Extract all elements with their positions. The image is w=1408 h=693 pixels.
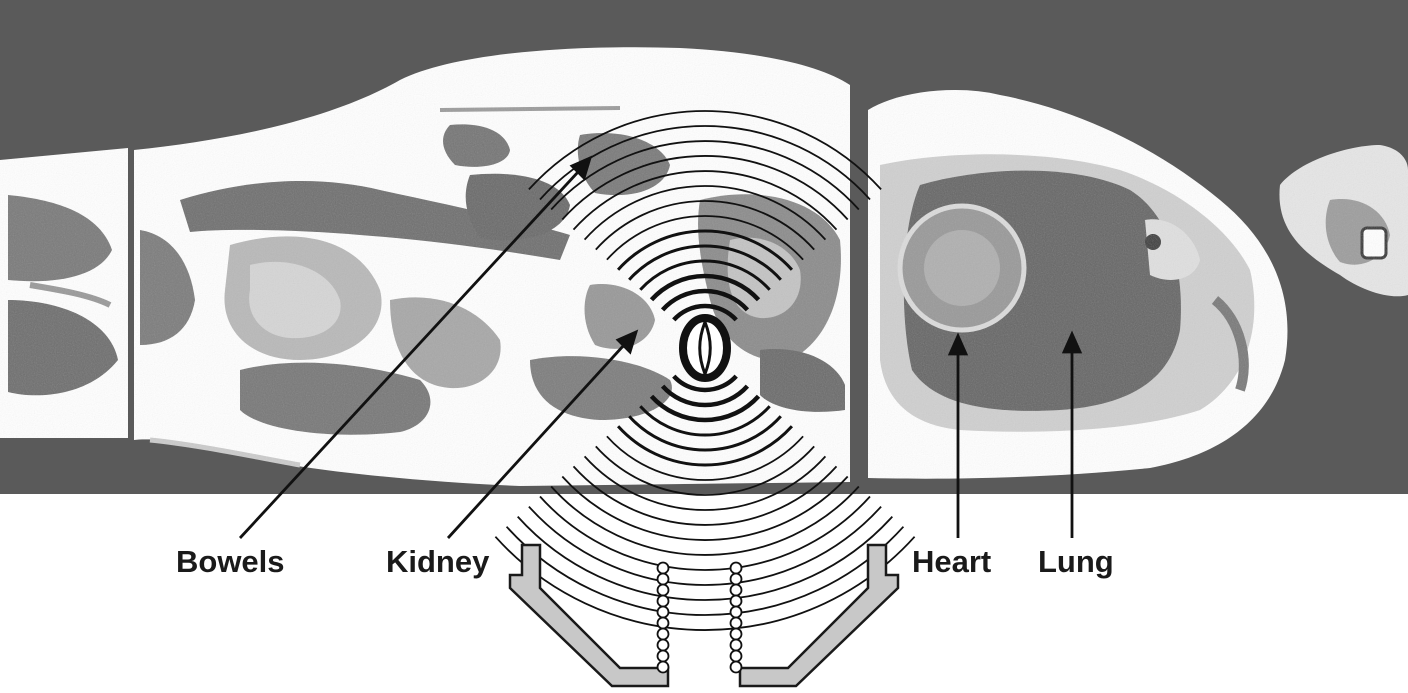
slice-divider-left: [128, 145, 134, 440]
coil-loop: [658, 651, 669, 662]
wavefront-arc-lower: [540, 497, 870, 570]
coil-loop: [658, 607, 669, 618]
kidney-label: Kidney: [386, 546, 489, 577]
coil-loop: [658, 596, 669, 607]
coil-loop: [658, 640, 669, 651]
coil-loop: [731, 585, 742, 596]
coil-loop: [658, 618, 669, 629]
transducer-coil-right: [731, 563, 742, 673]
coil-loop: [658, 662, 669, 673]
coil-loop: [658, 629, 669, 640]
coil-loop: [731, 574, 742, 585]
transducer-coil-left: [658, 563, 669, 673]
coil-loop: [731, 629, 742, 640]
wavefront-arc-lower: [551, 487, 859, 555]
coil-loop: [658, 585, 669, 596]
left-limb-section: [0, 148, 128, 438]
wavefront-arc-lower: [518, 517, 893, 600]
probe-housing-left: [510, 545, 668, 686]
coil-loop: [731, 596, 742, 607]
probe-housing-right: [740, 545, 898, 686]
bowels-label: Bowels: [176, 546, 285, 577]
coil-loop: [731, 607, 742, 618]
focal-point: [683, 318, 727, 378]
coil-loop: [731, 618, 742, 629]
heart-label: Heart: [912, 546, 991, 577]
coil-loop: [731, 640, 742, 651]
coil-loop: [731, 651, 742, 662]
lung-label: Lung: [1038, 546, 1114, 577]
coil-loop: [658, 563, 669, 574]
coil-loop: [731, 662, 742, 673]
wavefront-arc-lower: [529, 507, 881, 585]
coil-loop: [731, 563, 742, 574]
slice-divider-right: [850, 80, 868, 485]
coil-loop: [658, 574, 669, 585]
